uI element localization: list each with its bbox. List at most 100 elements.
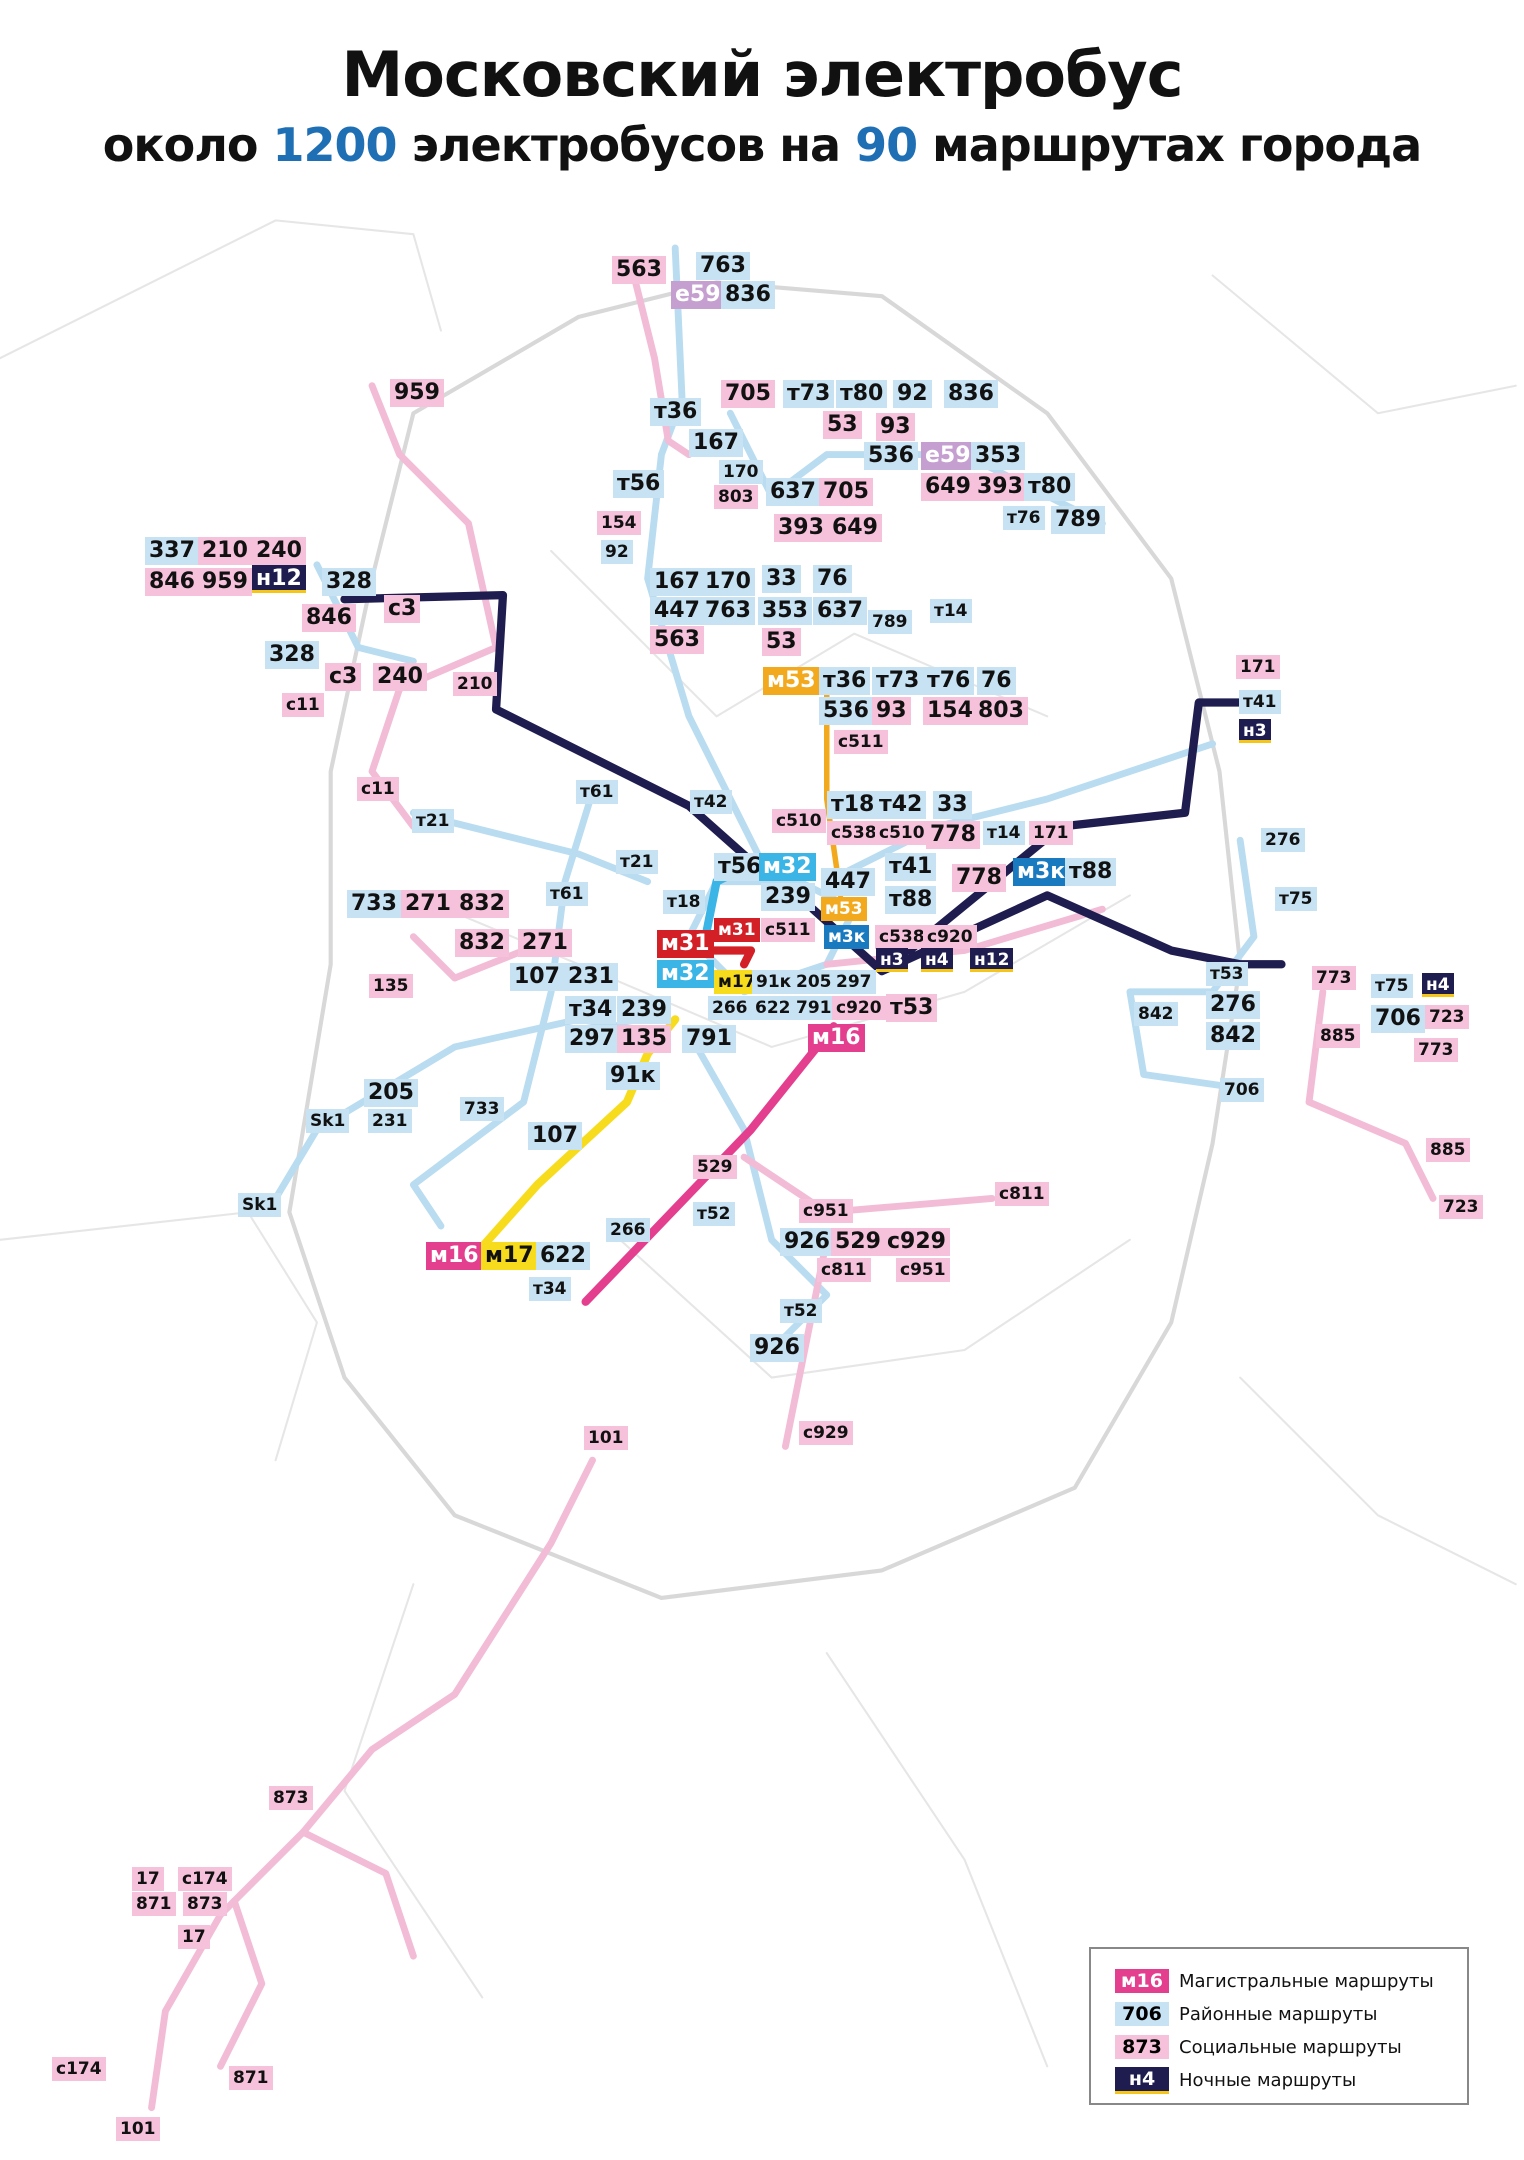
route-label-district[interactable]: т42 (690, 790, 732, 814)
route-label-district[interactable]: 170 (719, 460, 763, 484)
route-label-social[interactable]: 529 (693, 1155, 737, 1179)
route-label-social[interactable]: 873 (269, 1786, 313, 1810)
route-label-district[interactable]: т80 (1024, 473, 1076, 501)
route-label-district[interactable]: т56 (714, 853, 766, 881)
route-label-district[interactable]: т34 (529, 1277, 571, 1301)
route-label-social[interactable]: 17 (132, 1867, 164, 1891)
route-label-social[interactable]: 885 (1426, 1138, 1470, 1162)
route-label-social[interactable]: 873 (183, 1892, 227, 1916)
route-label-district[interactable]: т73 (872, 667, 924, 695)
route-label-social[interactable]: 154 (597, 511, 641, 535)
route-label-social[interactable]: 803 (714, 485, 758, 509)
route-label-district[interactable]: 791 (682, 1025, 736, 1053)
route-label-social[interactable]: 393 (774, 514, 828, 542)
route-label-district[interactable]: 107 (528, 1122, 582, 1150)
route-label-district[interactable]: 33 (762, 565, 801, 593)
route-label-district[interactable]: т53 (1206, 962, 1248, 986)
route-label-district[interactable]: 266 (708, 996, 752, 1020)
route-label-social[interactable]: 93 (876, 413, 915, 441)
route-label-district[interactable]: 33 (933, 791, 972, 819)
route-label-social[interactable]: 271 (518, 929, 572, 957)
route-label-social[interactable]: с174 (178, 1867, 232, 1891)
route-label-district[interactable]: 276 (1206, 991, 1260, 1019)
route-label-district[interactable]: 842 (1206, 1022, 1260, 1050)
route-label-district[interactable]: т52 (780, 1299, 822, 1323)
route-label-district[interactable]: 733 (460, 1097, 504, 1121)
route-label-district[interactable]: 733 (347, 890, 401, 918)
route-label-district[interactable]: 763 (701, 597, 755, 625)
route-label-district[interactable]: т56 (613, 470, 665, 498)
route-label-social[interactable]: 271 (401, 890, 455, 918)
route-label-social[interactable]: 171 (1029, 821, 1073, 845)
route-label-night[interactable]: н4 (921, 948, 953, 972)
route-label-social[interactable]: с920 (923, 925, 977, 949)
route-label-social[interactable]: 778 (926, 821, 980, 849)
route-label-district[interactable]: 622 (751, 996, 795, 1020)
route-label-social[interactable]: с929 (883, 1228, 950, 1256)
route-label-social[interactable]: 53 (762, 628, 801, 656)
route-label-night[interactable]: н4 (1422, 973, 1454, 997)
route-label-night[interactable]: н3 (1239, 719, 1271, 743)
route-label-district[interactable]: т88 (1065, 858, 1117, 886)
route-label-district[interactable]: 297 (832, 970, 876, 994)
route-label-district[interactable]: Sk1 (238, 1193, 282, 1217)
route-label-social[interactable]: 871 (132, 1892, 176, 1916)
route-label-district[interactable]: т14 (983, 821, 1025, 845)
route-label-social[interactable]: 171 (1236, 655, 1280, 679)
route-label-district[interactable]: 107 (510, 963, 564, 991)
route-label-district[interactable]: 266 (606, 1218, 650, 1242)
route-label-district[interactable]: т34 (565, 996, 617, 1024)
route-label-social[interactable]: с511 (834, 730, 888, 754)
route-label-magistral[interactable]: м17 (481, 1242, 538, 1270)
route-label-social[interactable]: 393 (973, 473, 1027, 501)
route-label-social[interactable]: с510 (772, 809, 826, 833)
route-label-district[interactable]: 353 (758, 597, 812, 625)
route-label-social[interactable]: 705 (819, 478, 873, 506)
route-label-social[interactable]: с538 (875, 925, 929, 949)
route-label-social[interactable]: с11 (357, 777, 399, 801)
route-label-social[interactable]: 871 (229, 2066, 273, 2090)
route-label-social[interactable]: 705 (721, 380, 775, 408)
route-label-social[interactable]: 17 (178, 1925, 210, 1949)
route-label-district[interactable]: 836 (721, 281, 775, 309)
route-label-district[interactable]: т76 (1003, 506, 1045, 530)
route-label-district[interactable]: 337 (145, 537, 199, 565)
route-label-district[interactable]: 76 (977, 667, 1016, 695)
route-label-social[interactable]: с951 (799, 1199, 853, 1223)
route-label-district[interactable]: 763 (696, 252, 750, 280)
route-label-social[interactable]: 649 (921, 473, 975, 501)
route-label-social[interactable]: с929 (799, 1421, 853, 1445)
route-label-social[interactable]: 778 (952, 864, 1006, 892)
route-label-magistral[interactable]: м3к (1013, 858, 1070, 886)
route-label-magistral[interactable]: м32 (657, 960, 714, 988)
route-label-district[interactable]: 328 (322, 568, 376, 596)
route-label-district[interactable]: 205 (792, 970, 836, 994)
route-label-district[interactable]: т88 (885, 886, 937, 914)
route-label-social[interactable]: 154 (923, 697, 977, 725)
route-label-district[interactable]: 231 (368, 1109, 412, 1133)
route-label-social[interactable]: 563 (612, 256, 666, 284)
route-label-district[interactable]: т61 (546, 882, 588, 906)
route-label-social[interactable]: с811 (817, 1258, 871, 1282)
route-label-district[interactable]: т73 (783, 380, 835, 408)
route-label-district[interactable]: 76 (813, 565, 852, 593)
route-label-social[interactable]: с3 (384, 595, 421, 623)
route-label-district[interactable]: 297 (565, 1025, 619, 1053)
route-label-social[interactable]: 529 (831, 1228, 885, 1256)
route-label-magistral[interactable]: м16 (808, 1024, 865, 1052)
route-label-social[interactable]: 93 (872, 697, 911, 725)
route-label-social[interactable]: 101 (584, 1426, 628, 1450)
route-label-night[interactable]: н3 (876, 948, 908, 972)
route-label-magistral[interactable]: е59 (671, 281, 725, 309)
route-label-social[interactable]: с538 (827, 821, 881, 845)
route-label-social[interactable]: 135 (369, 974, 413, 998)
route-label-social[interactable]: 649 (828, 514, 882, 542)
route-label-social[interactable]: 240 (252, 537, 306, 565)
route-label-district[interactable]: т18 (827, 791, 879, 819)
route-label-social[interactable]: с3 (325, 663, 362, 691)
route-label-social[interactable]: 773 (1414, 1038, 1458, 1062)
route-label-district[interactable]: т42 (875, 791, 927, 819)
route-label-social[interactable]: 723 (1425, 1005, 1469, 1029)
route-label-social[interactable]: 885 (1316, 1024, 1360, 1048)
